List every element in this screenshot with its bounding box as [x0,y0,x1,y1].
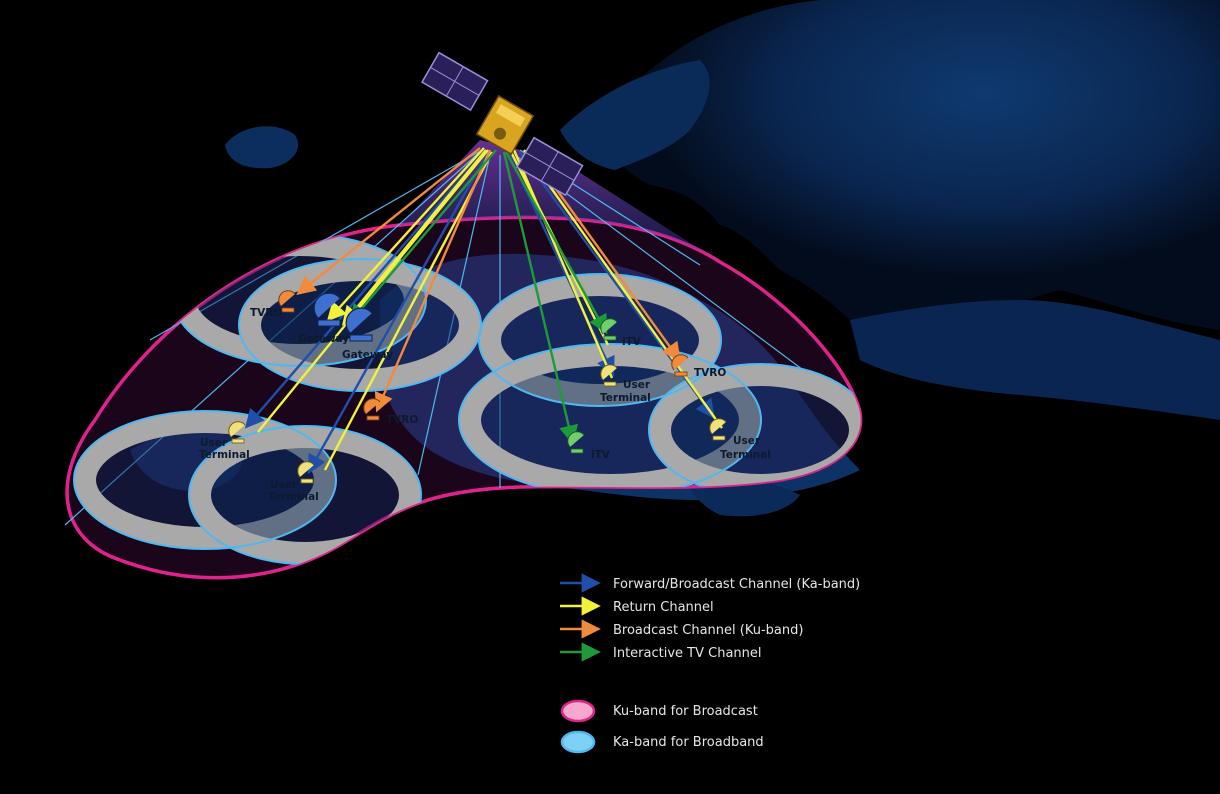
legend: Forward/Broadcast Channel (Ka-band) Retu… [560,573,860,754]
legend-label: Return Channel [613,600,714,615]
legend-line-item: Broadcast Channel (Ku-band) [560,619,803,639]
legend-label: Ku-band for Broadcast [613,704,758,719]
legend-line-item: Interactive TV Channel [560,642,762,662]
gateway-dish-icon [313,292,341,327]
user-terminal-label: Terminal [268,491,319,503]
tvro-label: TVRO [694,367,726,379]
tvro-label: TVRO [386,414,418,426]
legend-line-item: Forward/Broadcast Channel (Ka-band) [560,573,860,593]
user-terminal-dish-icon [228,421,246,444]
gateway-label: Gateway [342,349,393,361]
itv-label: iTV [622,336,642,348]
tvro-dish-icon [363,398,381,421]
gateway-label: Gateway [298,333,349,345]
legend-label: Broadcast Channel (Ku-band) [613,623,803,638]
gateway-dish-icon [345,307,373,342]
tvro-dish-icon [278,290,296,313]
user-terminal-label: User [623,379,651,391]
itv-dish-icon [600,318,618,341]
user-terminal-label: Terminal [199,449,250,461]
user-terminal-dish-icon [600,364,618,387]
user-terminal-label: Terminal [600,392,651,404]
itv-dish-icon [567,431,585,454]
user-terminal-dish-icon [297,461,315,484]
legend-label: Forward/Broadcast Channel (Ka-band) [613,577,860,592]
user-terminal-label: User [200,437,228,449]
user-terminal-label: User [733,435,761,447]
tvro-dish-icon [671,354,689,377]
user-terminal-label: Terminal [720,449,771,461]
itv-label: iTV [591,449,611,461]
legend-area-item: Ka-band for Broadband [560,730,764,754]
user-terminal-label: User [270,479,298,491]
channel-links [244,147,723,475]
legend-area-item: Ku-band for Broadcast [560,699,758,723]
legend-line-item: Return Channel [560,596,714,616]
legend-label: Ka-band for Broadband [613,735,764,750]
user-terminal-dish-icon [709,418,727,441]
satellite-icon [420,51,584,197]
ground-stations: TVRO Gateway Gateway TVRO User Terminal [199,290,771,503]
tvro-label: TVRO [250,307,282,319]
legend-label: Interactive TV Channel [613,646,762,661]
